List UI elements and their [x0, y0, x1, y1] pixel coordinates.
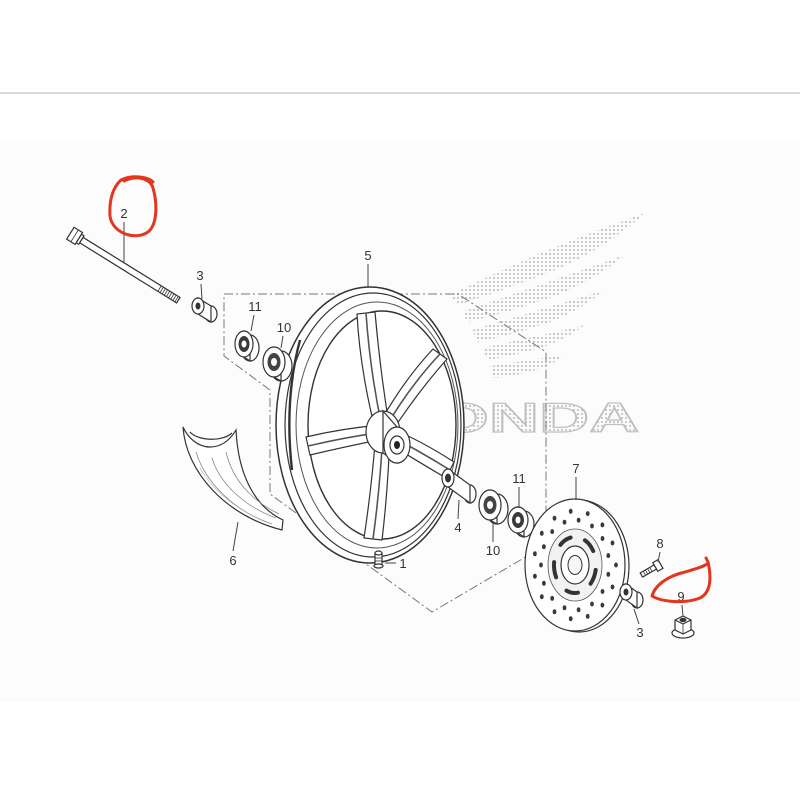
disc-drill-hole [610, 584, 615, 590]
disc-drill-hole [590, 601, 594, 607]
axle-collar-left [191, 296, 218, 324]
callout-wheel: 5 [364, 248, 371, 263]
disc-drill-hole [606, 571, 611, 577]
red-circle-annotation-part-2 [108, 175, 158, 238]
callout-left-bearing-11: 11 [248, 299, 262, 314]
callout-right-collar: 3 [636, 625, 643, 640]
disc-drill-hole [539, 562, 543, 568]
disc-drill-hole [552, 609, 557, 615]
disc-drill-hole [533, 573, 537, 579]
disc-drill-hole [585, 613, 590, 619]
axle-nut [671, 615, 695, 639]
bearing-right-10 [478, 488, 509, 526]
disc-drill-hole [606, 553, 611, 559]
disc-bolt [639, 558, 664, 578]
disc-drill-hole [600, 536, 605, 541]
disc-carrier-slot [564, 588, 580, 595]
disc-drill-hole [590, 523, 594, 529]
top-blank-area [0, 0, 800, 92]
leader-lines [123, 222, 684, 625]
wheel-hub [365, 409, 411, 465]
assembly-outline [223, 293, 547, 613]
disc-drill-hole [600, 589, 605, 594]
disc-carrier-slot [588, 567, 598, 586]
disc-drill-hole [550, 529, 555, 535]
disc-drill-hole [562, 519, 567, 525]
disc-drill-hole [585, 511, 590, 517]
disc-drill-hole [552, 515, 557, 521]
front-axle-bolt [65, 226, 181, 304]
callout-disc-bolt: 8 [656, 536, 663, 551]
axle-collar-right [619, 582, 644, 610]
disc-drill-hole [542, 580, 546, 586]
honda-wing-logo: HONDA [384, 213, 645, 442]
callout-axle: 2 [120, 206, 127, 221]
brake-disc [524, 498, 630, 633]
disc-drill-hole [539, 530, 544, 536]
callout-fender: 6 [229, 553, 236, 568]
callout-left-collar: 3 [196, 268, 203, 283]
disc-drill-hole [568, 508, 573, 514]
disc-carrier-slots [551, 535, 598, 595]
disc-drill-hole [576, 607, 581, 613]
callout-valve: 1 [399, 556, 406, 571]
disc-drill-hole [568, 616, 573, 622]
callout-right-bearing-11: 11 [512, 471, 526, 486]
disc-drill-hole [614, 562, 618, 568]
disc-drill-hole [562, 605, 567, 611]
disc-drill-hole [542, 544, 546, 550]
disc-drill-hole [600, 522, 605, 528]
disc-drill-hole [600, 602, 605, 608]
header-separator [0, 92, 800, 94]
disc-carrier-slot [582, 538, 596, 553]
callout-disc: 7 [572, 461, 579, 476]
disc-carrier-slot [558, 535, 573, 547]
disc-drill-hole [610, 540, 615, 546]
red-annotation-part-9 [650, 556, 712, 604]
disc-drill-hole [550, 595, 555, 601]
disc-drill-hole [533, 551, 537, 557]
callout-spacer: 4 [454, 520, 461, 535]
callout-left-bearing-10: 10 [277, 320, 291, 335]
disc-carrier-slot [551, 560, 559, 580]
disc-drill-holes [533, 508, 618, 622]
bearing-left-10 [262, 345, 293, 383]
callout-disc-nut: 9 [677, 589, 684, 604]
disc-drill-hole [576, 517, 581, 523]
axle-spacer [441, 467, 477, 505]
bearing-right-11 [507, 505, 535, 539]
callout-right-bearing-10: 10 [486, 543, 500, 558]
tire-valve [373, 550, 384, 569]
bearing-left-11 [234, 329, 260, 363]
wheel-spoke [356, 311, 391, 434]
front-fender [182, 426, 284, 531]
disc-drill-hole [539, 594, 544, 600]
wheel-spoke [363, 430, 391, 541]
